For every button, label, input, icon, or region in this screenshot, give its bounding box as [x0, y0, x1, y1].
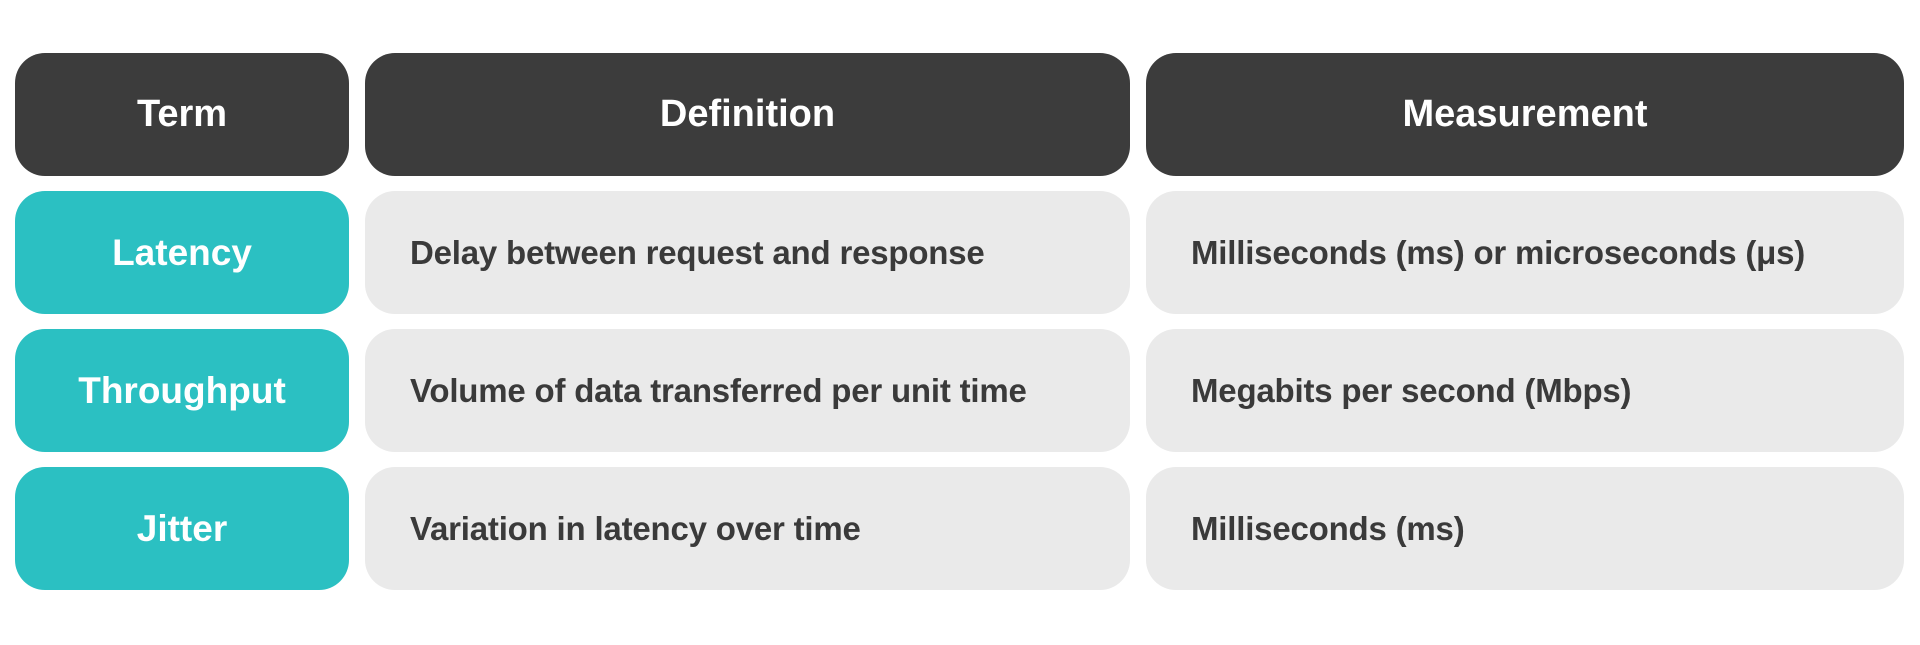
measurement-cell-jitter: Milliseconds (ms)	[1146, 467, 1904, 590]
term-cell-jitter: Jitter	[15, 467, 349, 590]
definition-cell-jitter: Variation in latency over time	[365, 467, 1130, 590]
definition-cell-latency: Delay between request and response	[365, 191, 1130, 314]
term-cell-latency: Latency	[15, 191, 349, 314]
header-measurement: Measurement	[1146, 53, 1904, 176]
definition-cell-throughput: Volume of data transferred per unit time	[365, 329, 1130, 452]
network-terms-table: Term Definition Measurement Latency Dela…	[15, 53, 1904, 590]
term-cell-throughput: Throughput	[15, 329, 349, 452]
measurement-cell-latency: Milliseconds (ms) or microseconds (μs)	[1146, 191, 1904, 314]
measurement-cell-throughput: Megabits per second (Mbps)	[1146, 329, 1904, 452]
header-term: Term	[15, 53, 349, 176]
header-definition: Definition	[365, 53, 1130, 176]
